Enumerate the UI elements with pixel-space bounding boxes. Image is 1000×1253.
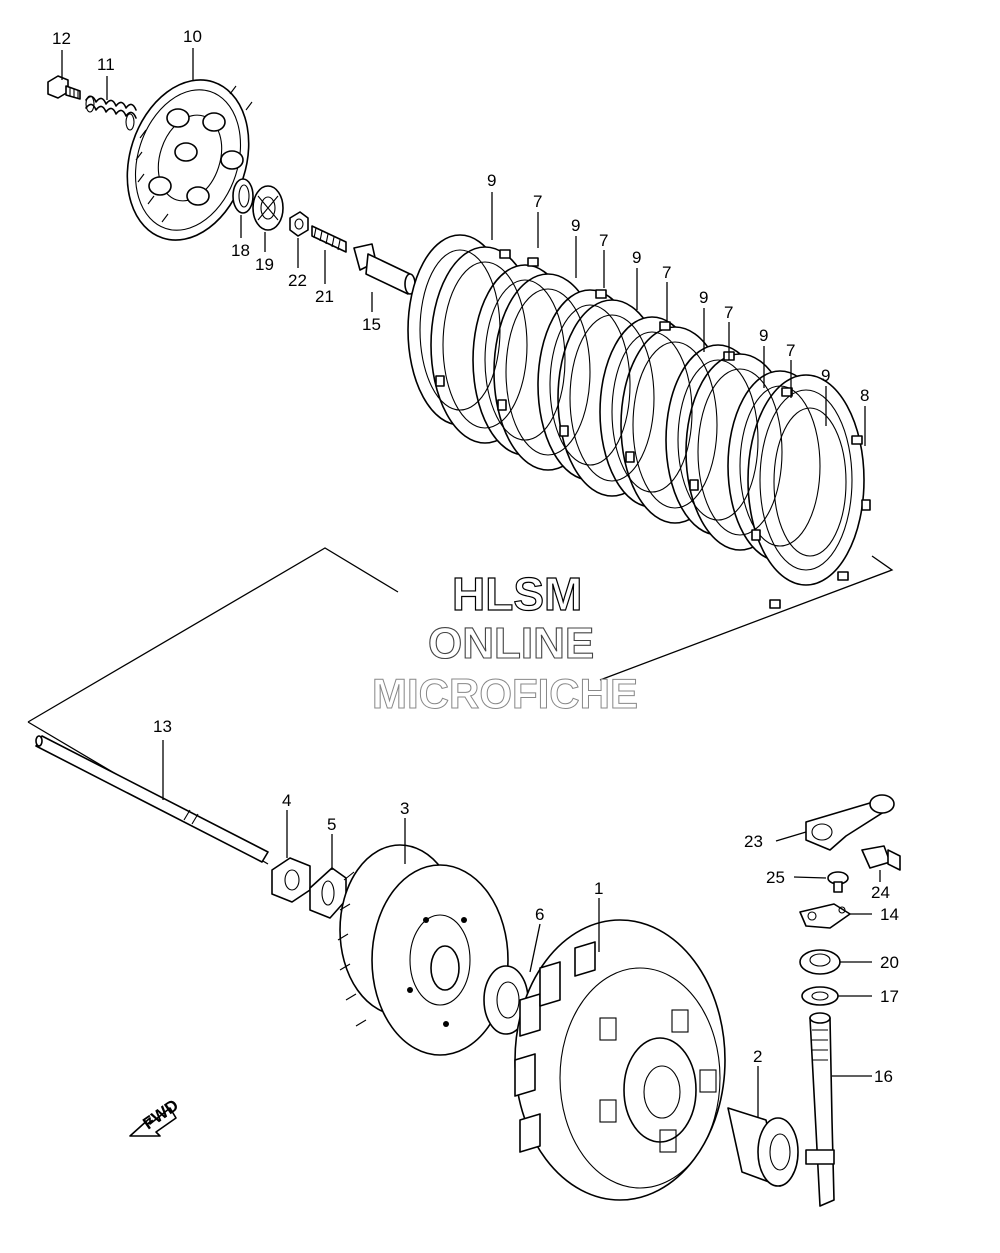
callout-20: 20 <box>880 953 899 972</box>
callout-14: 14 <box>880 905 899 924</box>
bearing-19[interactable] <box>252 185 284 231</box>
callout-9-e: 9 <box>759 326 768 345</box>
callout-9-f: 9 <box>821 366 830 385</box>
nut-4[interactable] <box>271 857 311 903</box>
watermark-line-1: HLSM <box>452 568 582 620</box>
watermark-line-2: ONLINE <box>428 619 594 668</box>
washer-18[interactable] <box>232 178 254 214</box>
callout-24: 24 <box>871 883 890 902</box>
leader-lines <box>61 48 881 1118</box>
callout-7-c: 7 <box>662 263 671 282</box>
release-arm-23[interactable] <box>805 794 895 851</box>
spring-11[interactable] <box>85 95 137 131</box>
callout-7-b: 7 <box>599 231 608 250</box>
screw-25[interactable] <box>827 871 849 893</box>
push-rod-13[interactable] <box>35 735 269 863</box>
callout-6: 6 <box>535 905 544 924</box>
watermark: HLSM ONLINE MICROFICHE <box>372 567 639 717</box>
clutch-hub-3[interactable] <box>337 844 509 1056</box>
watermark-line-3: MICROFICHE <box>372 670 638 717</box>
callout-23: 23 <box>744 832 763 851</box>
pressure-plate[interactable] <box>107 64 268 256</box>
callout-9-a: 9 <box>487 171 496 190</box>
callout-1: 1 <box>594 879 603 898</box>
callout-5: 5 <box>327 815 336 834</box>
callout-9-c: 9 <box>632 248 641 267</box>
push-piece-15[interactable] <box>353 243 416 295</box>
callout-9-d: 9 <box>699 288 708 307</box>
spacer-2[interactable] <box>727 1107 799 1187</box>
callout-2: 2 <box>753 1047 762 1066</box>
callout-10: 10 <box>183 27 202 46</box>
callout-7-e: 7 <box>786 341 795 360</box>
callout-11: 11 <box>97 55 115 74</box>
callout-12: 12 <box>52 29 71 48</box>
fwd-arrow: FWD <box>129 1096 182 1137</box>
callout-3: 3 <box>400 799 409 818</box>
callout-7-a: 7 <box>533 192 542 211</box>
callout-4: 4 <box>282 791 291 810</box>
oil-seal-20[interactable] <box>799 949 841 975</box>
callout-13: 13 <box>153 717 172 736</box>
bolt-24[interactable] <box>861 845 901 871</box>
callout-9-b: 9 <box>571 216 580 235</box>
callout-19: 19 <box>255 255 274 274</box>
callout-8: 8 <box>860 386 869 405</box>
callout-22: 22 <box>288 271 307 290</box>
callout-25: 25 <box>766 868 785 887</box>
washer-17[interactable] <box>801 986 839 1006</box>
washer-5[interactable] <box>309 867 347 919</box>
screw-21[interactable] <box>311 225 347 253</box>
bolt-12[interactable] <box>47 75 81 100</box>
nut-22[interactable] <box>289 211 309 237</box>
callout-21: 21 <box>315 287 334 306</box>
callout-17: 17 <box>880 987 899 1006</box>
clutch-plate-stack[interactable] <box>407 234 871 609</box>
callout-labels: 12 11 10 18 19 22 21 15 9 7 9 7 9 7 9 7 … <box>52 27 899 1086</box>
plate-14[interactable] <box>799 903 851 929</box>
callout-18: 18 <box>231 241 250 260</box>
callout-16: 16 <box>874 1067 893 1086</box>
callout-15: 15 <box>362 315 381 334</box>
clutch-housing-1[interactable] <box>514 919 726 1201</box>
callout-7-d: 7 <box>724 303 733 322</box>
release-shaft-16[interactable] <box>805 1012 835 1207</box>
